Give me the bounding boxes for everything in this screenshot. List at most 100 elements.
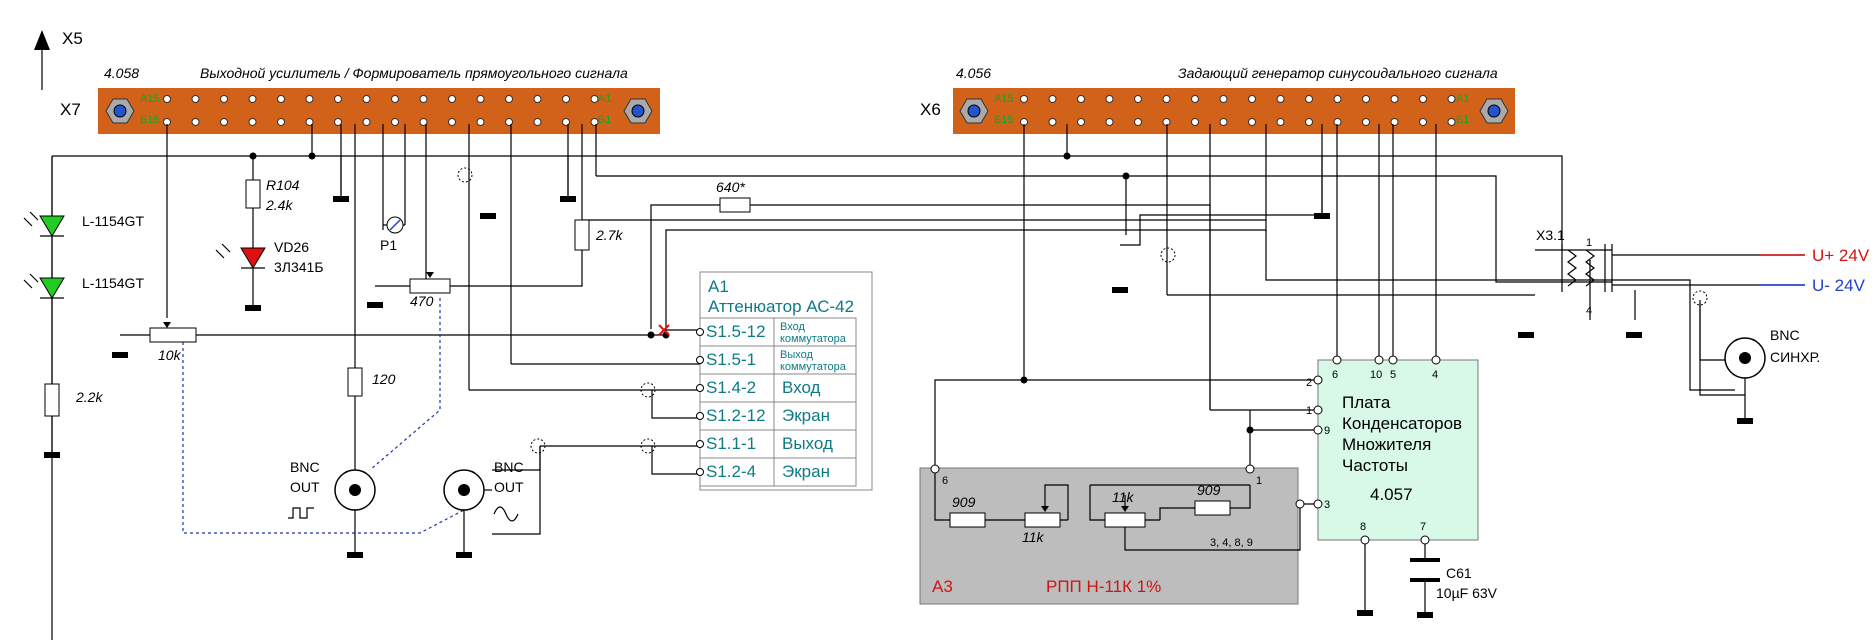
- r-2-7k-label: 2.7k: [595, 227, 623, 243]
- connector-pin: [391, 118, 399, 126]
- a1-row-desc2: коммутатора: [780, 333, 847, 345]
- x6-board-id: 4.056: [956, 65, 991, 81]
- a1-row: [699, 429, 857, 459]
- sine-wave-icon: [493, 506, 519, 522]
- a1-row-terminal: [696, 440, 704, 448]
- bnc2-label-b: OUT: [494, 479, 524, 495]
- b4057-line3: Множителя: [1342, 435, 1431, 454]
- a1-row: [699, 345, 857, 375]
- connector-pin: [1276, 118, 1285, 126]
- b4057-line4: Частоты: [1342, 456, 1408, 475]
- a1-row-terminal: [696, 412, 704, 420]
- b4057-pin1: 1: [1306, 405, 1312, 417]
- x3-pin4: 4: [1586, 305, 1592, 317]
- b4057-pin9: 9: [1324, 425, 1330, 437]
- a1-row-pin: S1.2-4: [706, 462, 756, 481]
- bnc1-label-a: BNC: [290, 459, 320, 475]
- x6-right-nut: [1479, 98, 1509, 124]
- resistor-r104: R104 2.4k: [245, 177, 300, 213]
- connector-pin: [1134, 95, 1142, 103]
- x3-pin1: 1: [1586, 237, 1592, 249]
- vd26-part: 3Л341Б: [274, 259, 324, 275]
- connector-pin: [1105, 95, 1114, 103]
- x6-label: X6: [920, 100, 941, 119]
- x7-pin-a1: A1: [598, 93, 611, 105]
- connector-pin: [590, 118, 599, 126]
- a3-name: РПП Н-11К 1%: [1046, 577, 1161, 596]
- resistor-120: 120: [347, 367, 396, 397]
- connector-pin: [533, 95, 542, 103]
- connector-pin: [248, 95, 257, 103]
- connector-pin: [419, 95, 428, 103]
- x7-label: X7: [60, 100, 81, 119]
- x7-connector: X7 4.058 Выходной усилитель / Формироват…: [60, 65, 660, 134]
- connector-pin: [505, 118, 513, 126]
- board-4057: 6 10 5 4 2 1 9 3 8 7 Плата Конденсаторов…: [1306, 355, 1479, 545]
- connector-pin: [1191, 95, 1199, 103]
- a1-row-desc: Вход: [780, 321, 805, 333]
- a1-row-pin: S1.4-2: [706, 378, 756, 397]
- connector-pin: [1077, 118, 1085, 126]
- x7-board-id: 4.058: [104, 65, 139, 81]
- connector-pin: [533, 118, 542, 126]
- connector-pin: [1020, 95, 1028, 103]
- a1-row-terminal: [696, 356, 704, 364]
- a1-row-pin: S1.2-12: [706, 406, 766, 425]
- a1-row-terminal: [696, 384, 704, 392]
- b4057-line1: Плата: [1342, 393, 1391, 412]
- connector-pin: [334, 118, 342, 126]
- a1-row-terminal: [696, 468, 704, 476]
- connector-pin: [1305, 95, 1313, 103]
- x6-pin-a1: A1: [1456, 93, 1469, 105]
- connector-pin: [362, 95, 371, 103]
- connector-pin: [1447, 118, 1456, 126]
- x3-1-connector: X3.1 1 4: [1535, 227, 1613, 317]
- x7-pin-b15: Б15: [140, 114, 159, 126]
- connector-pin: [1305, 118, 1313, 126]
- r-120-label: 120: [372, 371, 396, 387]
- resistor-2-2k: 2.2k: [44, 383, 103, 417]
- connector-pin: [1162, 95, 1171, 103]
- a3-r1: 909: [952, 494, 976, 510]
- a3-r2: 11k: [1022, 529, 1045, 545]
- capacitor-c61: C61 10µF 63V: [1410, 558, 1498, 601]
- bnc-sync: BNC СИНХР.: [1724, 327, 1820, 379]
- connector-pin: [419, 118, 428, 126]
- r104-value: 2.4k: [265, 197, 293, 213]
- connector-pin: [191, 95, 200, 103]
- connector-pin: [1419, 95, 1427, 103]
- a3-label: A3: [932, 577, 953, 596]
- connector-pin: [505, 95, 513, 103]
- b4057-pin2: 2: [1306, 377, 1312, 389]
- b4057-line2: Конденсаторов: [1342, 414, 1462, 433]
- x7-pin-rows: [163, 95, 599, 126]
- r-2-2k-label: 2.2k: [75, 389, 103, 405]
- x6-title: Задающий генератор синусоидального сигна…: [1178, 65, 1498, 81]
- a1-row-pin: S1.5-1: [706, 350, 756, 369]
- x7-pin-a15: A15: [140, 93, 160, 105]
- connector-pin: [277, 95, 285, 103]
- connector-pin: [191, 118, 200, 126]
- a1-row: [699, 457, 857, 487]
- x6-pin-b15: Б15: [994, 114, 1013, 126]
- x6-connector: X6 4.056 Задающий генератор синусоидальн…: [920, 65, 1515, 134]
- a3-pin1: 1: [1256, 475, 1262, 487]
- bnc-sync-a: BNC: [1770, 327, 1800, 343]
- a1-row-desc: Выход: [782, 434, 833, 453]
- u-plus-label: U+ 24V: [1812, 246, 1870, 265]
- connector-pin: [1191, 118, 1199, 126]
- a1-row-pin: S1.1-1: [706, 434, 756, 453]
- x7-left-nut: [105, 98, 135, 124]
- bnc-out-sine: BNC OUT: [443, 459, 524, 552]
- x7-right-nut: [623, 98, 653, 124]
- connector-pin: [1447, 95, 1456, 103]
- b4057-pin4: 4: [1432, 369, 1438, 381]
- connector-pin: [448, 95, 456, 103]
- x7-pin-b1: Б1: [598, 114, 611, 126]
- led2-label: L-1154GT: [82, 275, 144, 291]
- b4057-id: 4.057: [1370, 485, 1413, 504]
- connector-pin: [220, 118, 228, 126]
- a1-row-desc: Экран: [782, 406, 830, 425]
